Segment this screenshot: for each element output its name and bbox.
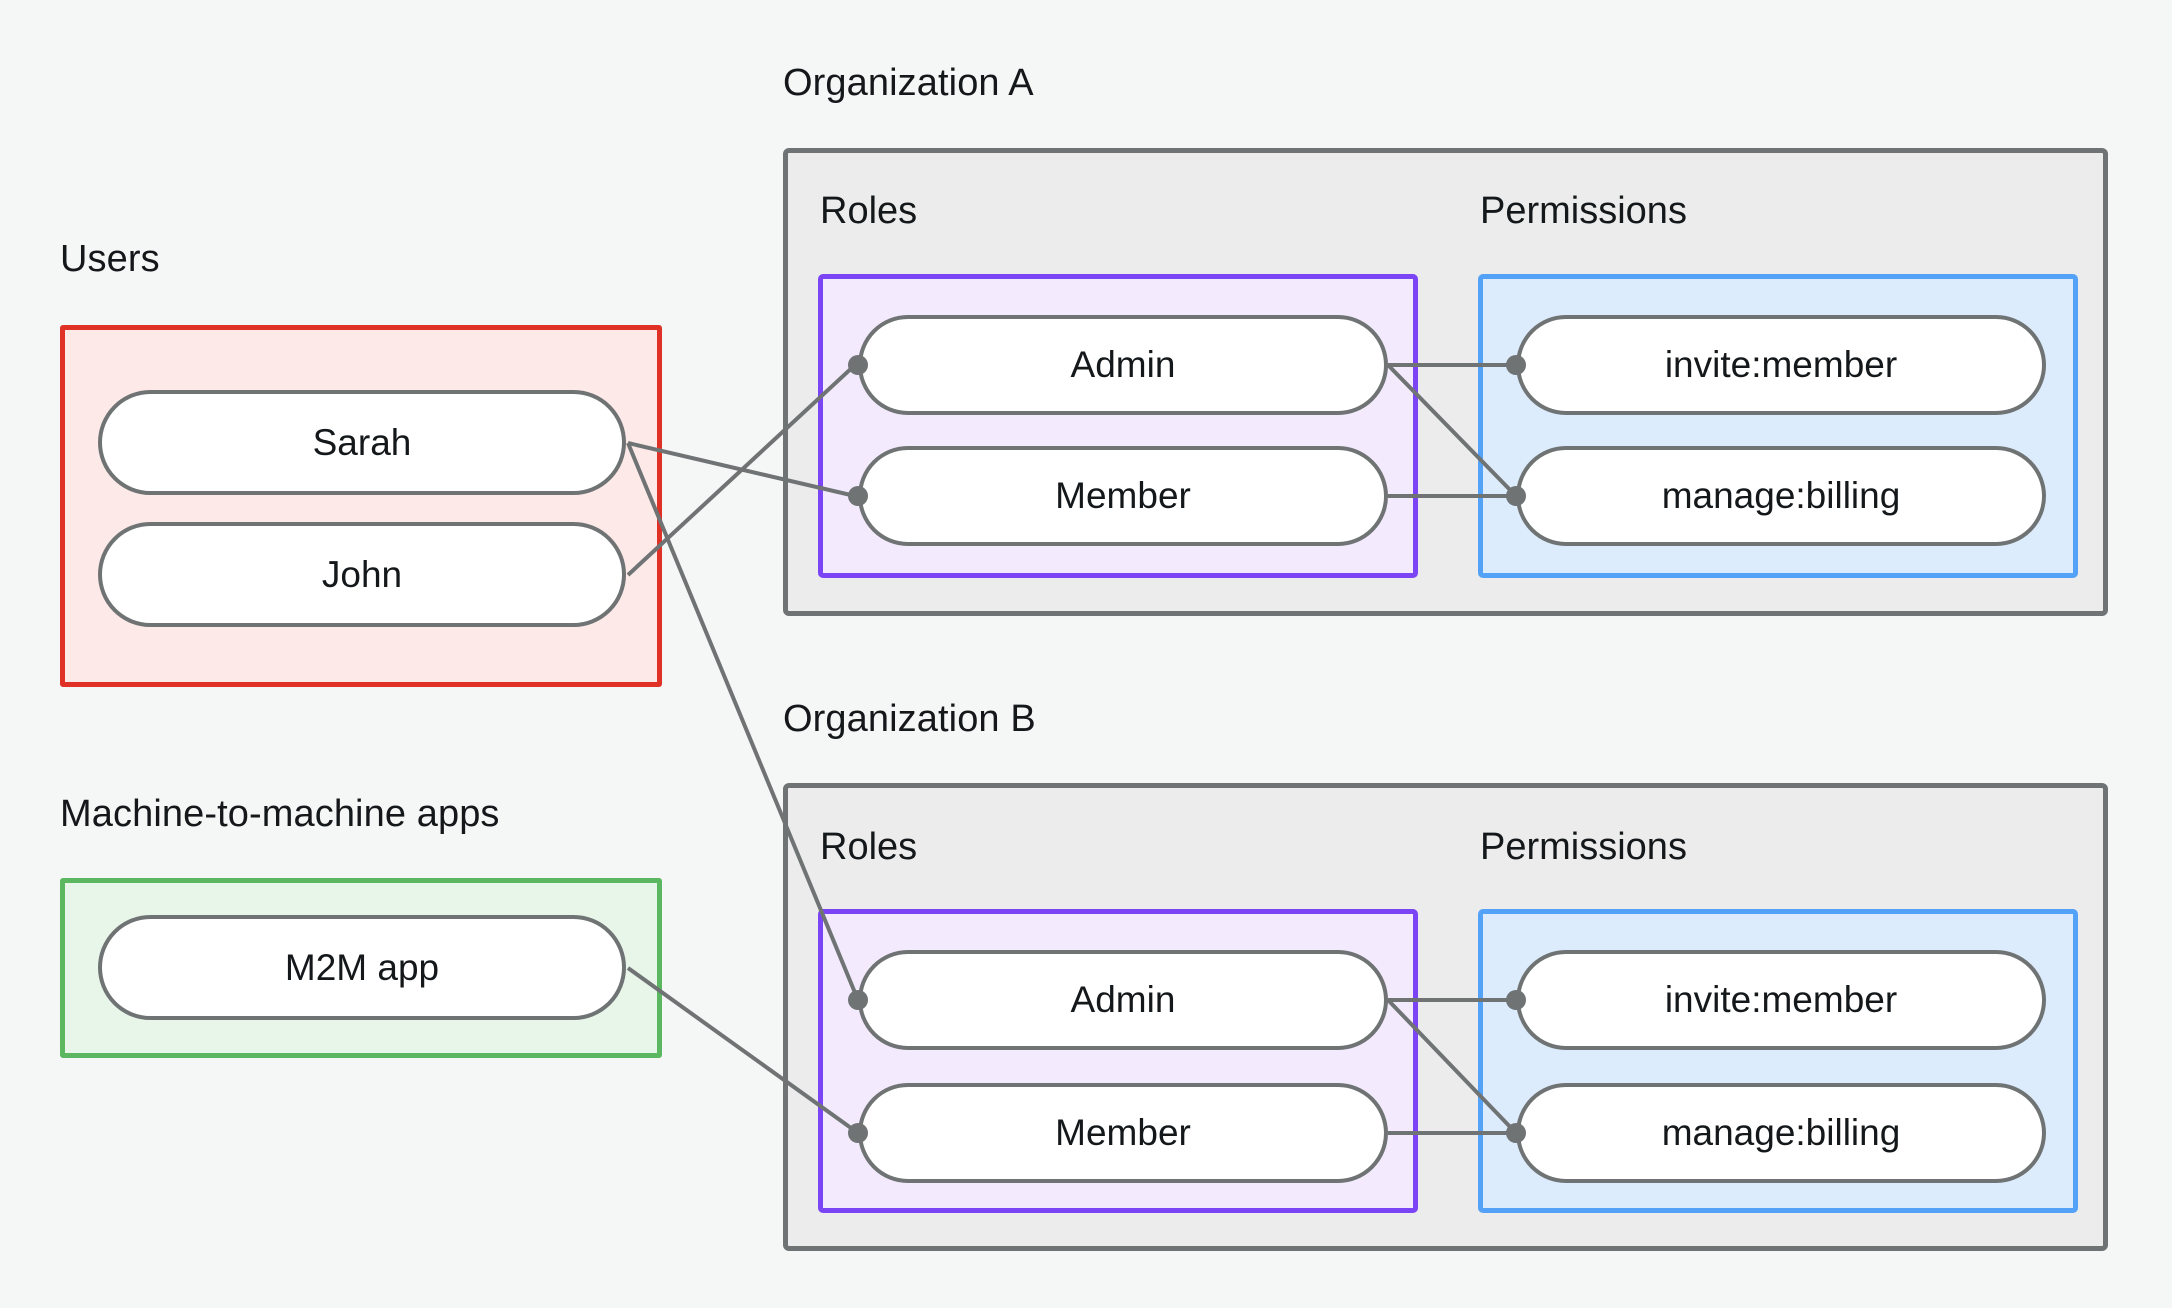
port-org-a-role-member-in: [848, 486, 868, 506]
org-a-role-member[interactable]: Member: [858, 446, 1388, 546]
org-b-permission-invite-member[interactable]: invite:member: [1516, 950, 2046, 1050]
port-org-a-permission-invite-in: [1506, 355, 1526, 375]
org-b-permissions-label: Permissions: [1480, 826, 1687, 868]
m2m-group-label: Machine-to-machine apps: [60, 793, 500, 835]
org-b-title: Organization B: [783, 698, 1036, 740]
m2m-node-app[interactable]: M2M app: [98, 915, 626, 1020]
org-b-role-member[interactable]: Member: [858, 1083, 1388, 1183]
port-org-b-permission-invite-in: [1506, 990, 1526, 1010]
port-org-b-role-admin-in: [848, 990, 868, 1010]
port-org-a-permission-billing-in: [1506, 486, 1526, 506]
user-node-john[interactable]: John: [98, 522, 626, 627]
org-a-permission-invite-member[interactable]: invite:member: [1516, 315, 2046, 415]
users-panel: [60, 325, 662, 687]
users-group-label: Users: [60, 238, 160, 280]
org-a-permission-manage-billing[interactable]: manage:billing: [1516, 446, 2046, 546]
org-a-title: Organization A: [783, 62, 1034, 104]
org-a-permissions-label: Permissions: [1480, 190, 1687, 232]
org-b-role-admin[interactable]: Admin: [858, 950, 1388, 1050]
user-node-sarah[interactable]: Sarah: [98, 390, 626, 495]
port-org-b-permission-billing-in: [1506, 1123, 1526, 1143]
org-a-roles-label: Roles: [820, 190, 918, 232]
port-org-b-role-member-in: [848, 1123, 868, 1143]
org-b-permission-manage-billing[interactable]: manage:billing: [1516, 1083, 2046, 1183]
org-b-roles-label: Roles: [820, 826, 918, 868]
port-org-a-role-admin-in: [848, 355, 868, 375]
org-a-role-admin[interactable]: Admin: [858, 315, 1388, 415]
